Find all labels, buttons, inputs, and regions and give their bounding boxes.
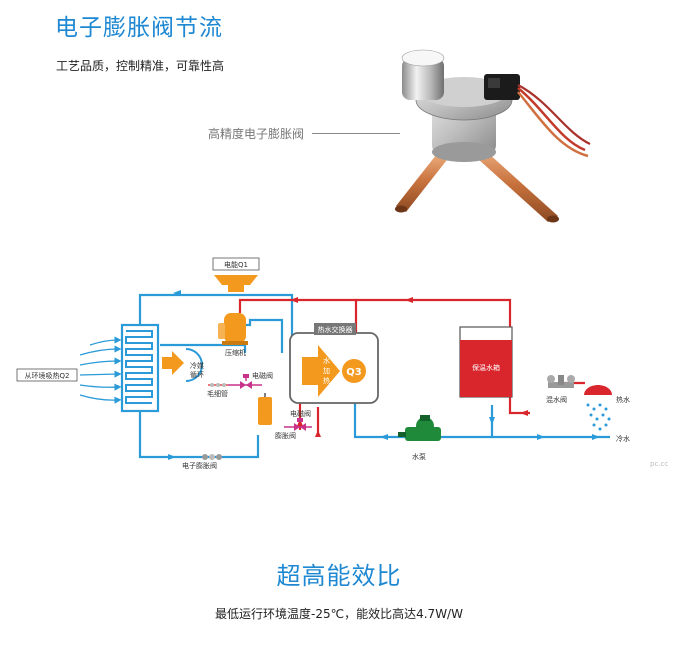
heat-pump-system-diagram: 电能Q1 从环境吸热Q2 冷媒 循环 压缩机 电磁阀 [16, 257, 668, 470]
red-flow-arrows [290, 297, 528, 437]
mixing-valve [547, 375, 575, 388]
mixing-valve-label: 混水阀 [546, 395, 567, 404]
expansion-valve-photo [395, 49, 591, 223]
power-q1-label: 电能Q1 [224, 260, 248, 269]
section-subtitle-expansion-valve: 工艺品质，控制精准，可靠性高 [56, 59, 225, 73]
blue-flow-arrows [168, 290, 600, 460]
cold-water-label: 冷水 [616, 434, 630, 443]
storage-tank [459, 326, 513, 398]
section-subtitle-efficiency: 最低运行环境温度-25℃，能效比高达4.7W/W [215, 607, 463, 621]
section-title-efficiency: 超高能效比 [276, 562, 402, 590]
water-heating-arrow [302, 345, 340, 397]
expansion-valve [258, 393, 272, 425]
power-q1-box [212, 257, 260, 271]
capillary-tube [208, 383, 228, 387]
solenoid-valve-1 [228, 374, 262, 389]
section-title-expansion-valve: 电子膨胀阀节流 [55, 15, 223, 41]
ambient-heat-box [16, 368, 78, 382]
heat-exchanger-label: 热水交换器 [318, 325, 353, 334]
compressor-label: 压缩机 [225, 348, 246, 357]
shower-head [584, 385, 612, 395]
ambient-air-arrows [79, 336, 122, 404]
hot-water-label: 热水 [616, 395, 630, 404]
valve-photo-label: 高精度电子膨胀阀 [208, 127, 305, 141]
water-heating-label-3: 热 [323, 376, 330, 385]
capillary-label: 毛细管 [207, 389, 228, 398]
water-pump-label: 水泵 [412, 452, 426, 461]
evaporator-coil [120, 323, 160, 413]
water-pump [398, 415, 441, 441]
water-heating-label-1: 水 [323, 356, 330, 365]
solenoid-valve-2 [284, 418, 312, 431]
refrigerant-flow-arrow [162, 351, 184, 375]
storage-tank-label: 保温水箱 [472, 363, 500, 372]
solenoid-valve-1-label: 电磁阀 [252, 371, 273, 380]
circulation-arc [185, 348, 203, 382]
refrigerant-circulation-label-1: 冷媒 [190, 361, 204, 370]
water-heating-label-2: 加 [323, 366, 330, 375]
compressor [218, 313, 248, 345]
electronic-expansion-valve-label: 电子膨胀阀 [182, 461, 217, 470]
blue-pipework [138, 293, 610, 459]
expansion-valve-label: 膨胀阀 [275, 431, 296, 440]
water-drops [586, 403, 611, 431]
solenoid-valve-2-label: 电磁阀 [290, 409, 311, 418]
valve-label-leader-line [312, 133, 400, 134]
ambient-heat-label: 从环境吸热Q2 [25, 371, 70, 380]
electronic-expansion-valve [202, 454, 222, 460]
power-arrow [214, 275, 258, 292]
q3-circle [342, 359, 366, 383]
copper-pipe-right [468, 144, 559, 223]
watermark: pc.cc [650, 460, 668, 468]
refrigerant-circulation-label-2: 循环 [190, 370, 204, 379]
copper-pipe-left [395, 150, 450, 213]
q3-label: Q3 [346, 367, 362, 378]
heat-exchanger-tag [314, 323, 356, 335]
